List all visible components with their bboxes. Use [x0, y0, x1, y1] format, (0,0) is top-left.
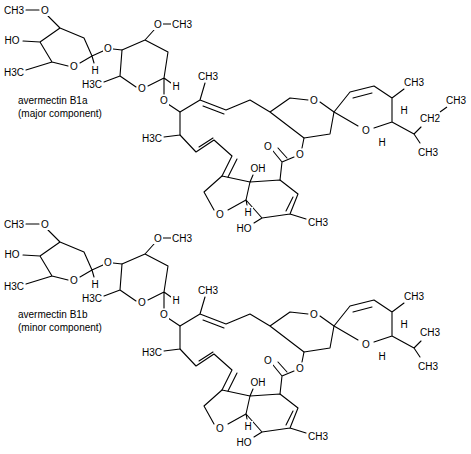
atom-label: CH3: [307, 431, 329, 442]
atom-label: O: [69, 275, 79, 286]
atom-label: OH: [250, 377, 267, 388]
atom-label: CH3: [417, 147, 439, 158]
atom-label: H: [399, 319, 408, 330]
atom-label: CH3: [3, 5, 25, 16]
atom-label: H: [377, 351, 386, 362]
atom-label: O: [295, 149, 305, 160]
atom-label: O: [309, 309, 319, 320]
atom-label: O: [159, 95, 169, 106]
atom-label: O: [215, 209, 225, 220]
atom-label: CH3: [171, 19, 193, 30]
atom-label: O: [137, 297, 147, 308]
atom-label: CH3: [419, 327, 441, 338]
atom-label: HO: [4, 35, 21, 46]
compound-caption: avermectin B1b: [18, 309, 87, 320]
atom-label: O: [159, 309, 169, 320]
atom-label: O: [69, 61, 79, 72]
atom-label: CH3: [417, 361, 439, 372]
atom-label: O: [153, 19, 163, 30]
atom-label: O: [153, 233, 163, 244]
atom-label: H: [171, 295, 180, 306]
atom-label: H: [171, 81, 180, 92]
atom-label: O: [215, 423, 225, 434]
atom-label: H: [377, 137, 386, 148]
atom-label: O: [263, 355, 273, 366]
atom-label: H3C: [81, 293, 103, 304]
atom-label: CH3: [403, 77, 425, 88]
compound-caption: (minor component): [18, 322, 102, 333]
atom-label: CH3: [3, 219, 25, 230]
compound-caption: avermectin B1a: [18, 95, 87, 106]
atom-label: HO: [236, 437, 253, 448]
compound-caption: (major component): [18, 108, 102, 119]
atom-label: O: [361, 339, 371, 350]
atom-label: HO: [4, 249, 21, 260]
atom-label: O: [103, 257, 113, 268]
atom-label: O: [295, 363, 305, 374]
atom-label: O: [263, 141, 273, 152]
atom-label: H3C: [141, 133, 163, 144]
atom-label: O: [40, 219, 50, 230]
atom-label: H3C: [3, 67, 25, 78]
atom-label: H: [399, 105, 408, 116]
atom-label: O: [40, 5, 50, 16]
atom-label: H3C: [81, 79, 103, 90]
atom-label: H: [243, 207, 252, 218]
atom-label: CH3: [307, 217, 329, 228]
atom-label: O: [361, 125, 371, 136]
atom-label: H: [90, 279, 99, 290]
atom-label: O: [103, 43, 113, 54]
atom-label: H3C: [3, 281, 25, 292]
atom-label: O: [309, 95, 319, 106]
atom-label: OH: [250, 163, 267, 174]
atom-label: H: [90, 65, 99, 76]
atom-label: H3C: [141, 347, 163, 358]
atom-label: O: [137, 83, 147, 94]
ethyl-bond: [440, 107, 447, 112]
atom-label: CH3: [197, 285, 219, 296]
atom-label: CH3: [171, 233, 193, 244]
atom-label: CH3: [403, 291, 425, 302]
atom-label: CH3: [445, 95, 467, 106]
atom-label: H: [243, 421, 252, 432]
atom-label: CH3: [197, 71, 219, 82]
atom-label: HO: [236, 223, 253, 234]
atom-label: CH2: [419, 113, 441, 124]
